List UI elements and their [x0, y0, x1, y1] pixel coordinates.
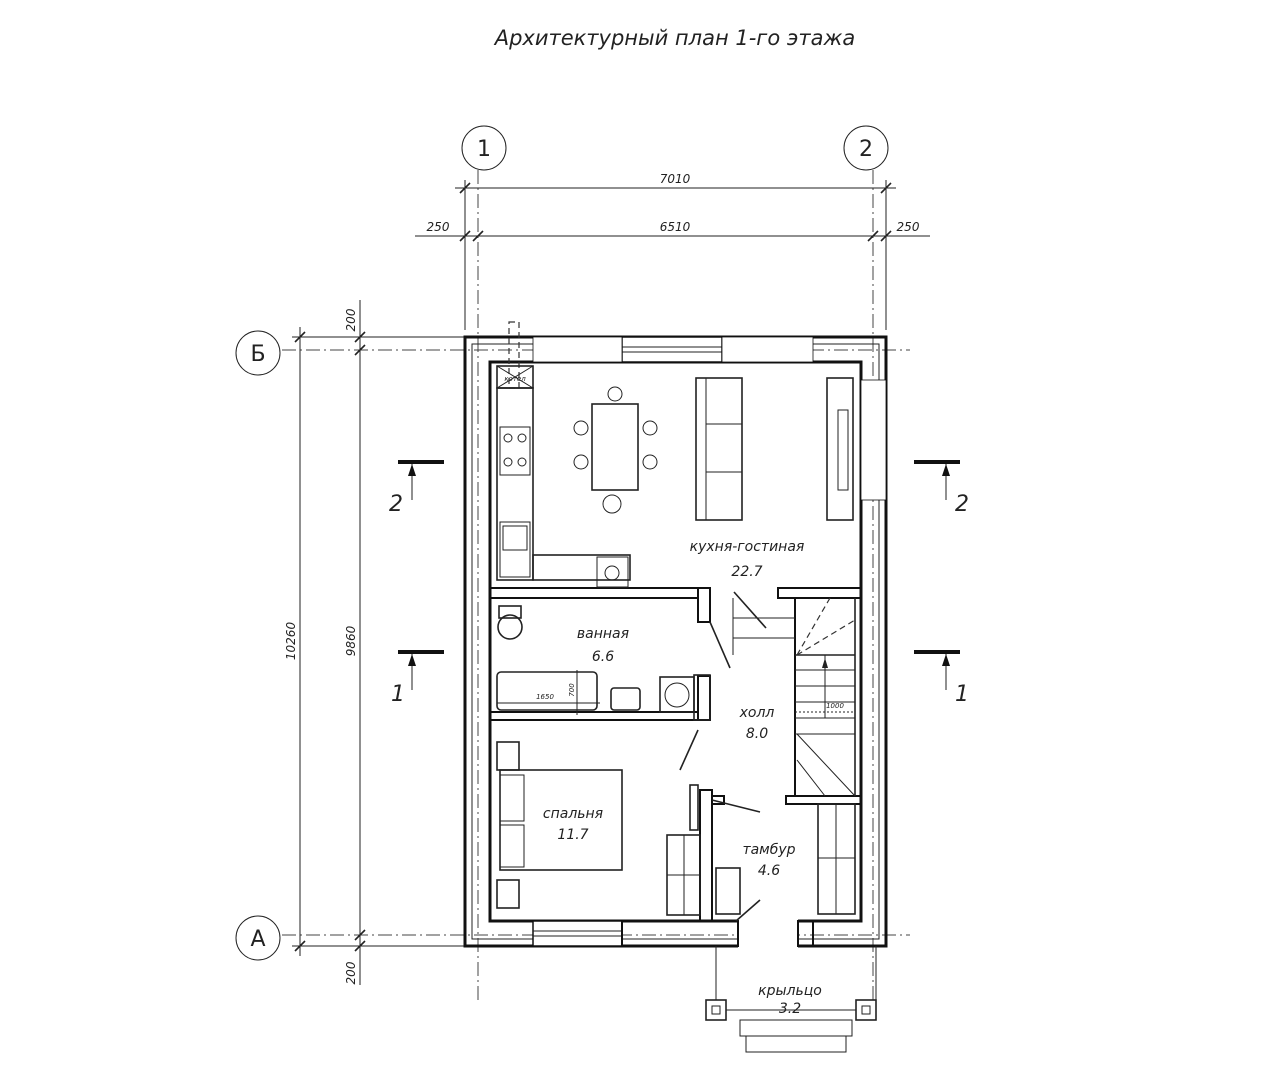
dim-inner-length: 9860: [344, 625, 358, 656]
doors: [679, 591, 767, 922]
svg-text:2: 2: [955, 492, 969, 517]
dim-bottom-offset: 200: [344, 961, 358, 984]
porch: крыльцо 3.2: [705, 946, 877, 1053]
boiler-label: котел: [504, 375, 526, 383]
axis-marker-2: 2: [843, 125, 889, 171]
room-area-porch: 3.2: [779, 1001, 801, 1017]
interior-walls: [489, 587, 862, 922]
stair-width-dim: 1000: [826, 702, 844, 710]
exterior-walls: [463, 335, 888, 948]
axis-marker-a: А: [235, 915, 281, 961]
windows: [532, 336, 887, 948]
room-area-vestibule: 4.6: [758, 863, 780, 879]
dim-top-offset: 200: [344, 308, 358, 331]
svg-text:2: 2: [389, 492, 403, 517]
room-name-kitchen: кухня-гостиная: [690, 539, 805, 555]
section-marker-1-left: 1: [391, 650, 444, 707]
svg-text:А: А: [250, 927, 265, 952]
room-name-bathroom: ванная: [577, 626, 629, 642]
axis-lines: [282, 170, 910, 1000]
room-area-bathroom: 6.6: [592, 649, 614, 665]
room-name-bedroom: спальня: [543, 806, 603, 822]
room-name-vestibule: тамбур: [742, 842, 795, 858]
plan-title: Архитектурный план 1-го этажа: [493, 26, 856, 50]
dim-total-length: 10260: [284, 622, 298, 661]
staircase: 1000: [732, 597, 856, 797]
bathroom-fixtures: 1650 700 ванная 6.6: [496, 605, 711, 721]
dim-right-offset: 250: [897, 220, 920, 234]
svg-text:1: 1: [955, 682, 969, 707]
kitchen-furniture: котел кухня-гостиная 22.7: [496, 321, 854, 588]
svg-text:1: 1: [477, 137, 491, 162]
svg-text:2: 2: [859, 137, 873, 162]
svg-text:1: 1: [391, 682, 405, 707]
bathtub-width-dim: 700: [568, 683, 576, 697]
section-marker-2-left: 2: [389, 460, 444, 517]
bathtub-length-dim: 1650: [536, 693, 554, 701]
dim-inner-width: 6510: [660, 220, 691, 234]
dim-total-width: 7010: [660, 172, 691, 186]
room-name-hall: холл: [739, 705, 775, 721]
horizontal-dimensions: 7010 250 6510 250: [415, 172, 930, 330]
axis-marker-1: 1: [461, 125, 507, 171]
section-marker-1-right: 1: [914, 650, 969, 707]
room-area-kitchen: 22.7: [731, 564, 762, 580]
room-area-hall: 8.0: [746, 726, 768, 742]
bedroom-furniture: спальня 11.7: [496, 741, 701, 916]
axis-marker-b: Б: [235, 330, 281, 376]
section-marker-2-right: 2: [914, 460, 969, 517]
vertical-dimensions: 10260 9860 200 200: [284, 300, 465, 985]
dim-left-offset: 250: [427, 220, 450, 234]
vestibule: тамбур 4.6: [689, 784, 856, 915]
room-area-bedroom: 11.7: [557, 827, 588, 843]
svg-text:Б: Б: [250, 342, 265, 367]
room-name-porch: крыльцо: [758, 983, 822, 999]
